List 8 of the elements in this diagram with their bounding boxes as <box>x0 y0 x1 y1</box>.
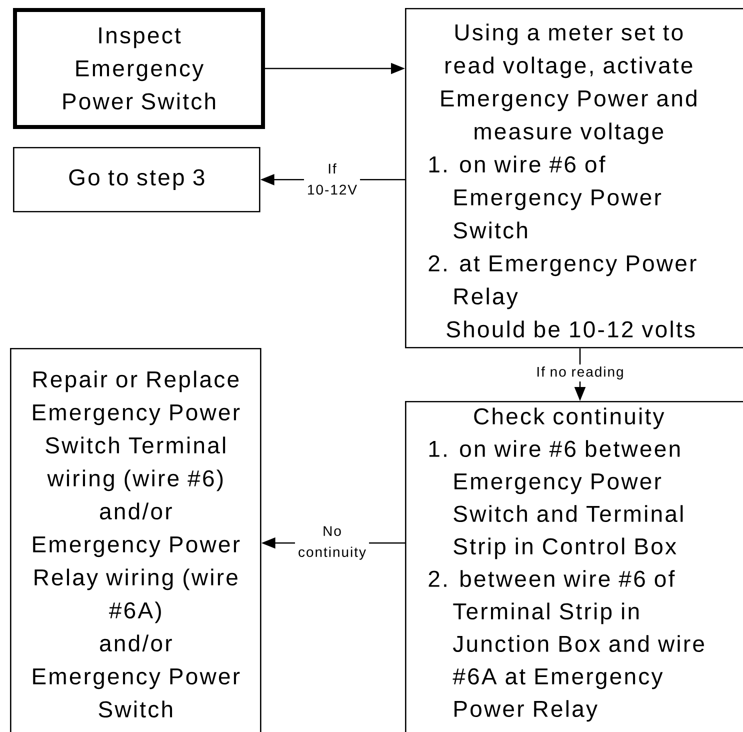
edge-label: No continuity <box>295 524 369 562</box>
edge-label: If 10-12V <box>304 161 360 197</box>
process-box: Using a meter set to read voltage, activate Emergency Power and measure voltage 1. on wire #6 of Emergency Power Switch 2. at Emergency Power Relay Should be 10-12 volts <box>405 8 743 348</box>
edge-label: If no reading <box>534 364 626 382</box>
start-box: Inspect Emergency Power Switch <box>13 8 265 129</box>
process-box: Go to step 3 <box>13 147 260 212</box>
process-box: Repair or Replace Emergency Power Switch Terminal wiring (wire #6) and/or Emergency Power Relay wiring (wire #6A) and/or Emergency Power Switch <box>10 348 262 732</box>
process-box: Check continuity 1. on wire #6 between Emergency Power Switch and Terminal Strip in Control Box 2. between wire #6 of Terminal Strip in Junction Box and wire #6A at Emergency Power Relay <box>405 401 743 732</box>
